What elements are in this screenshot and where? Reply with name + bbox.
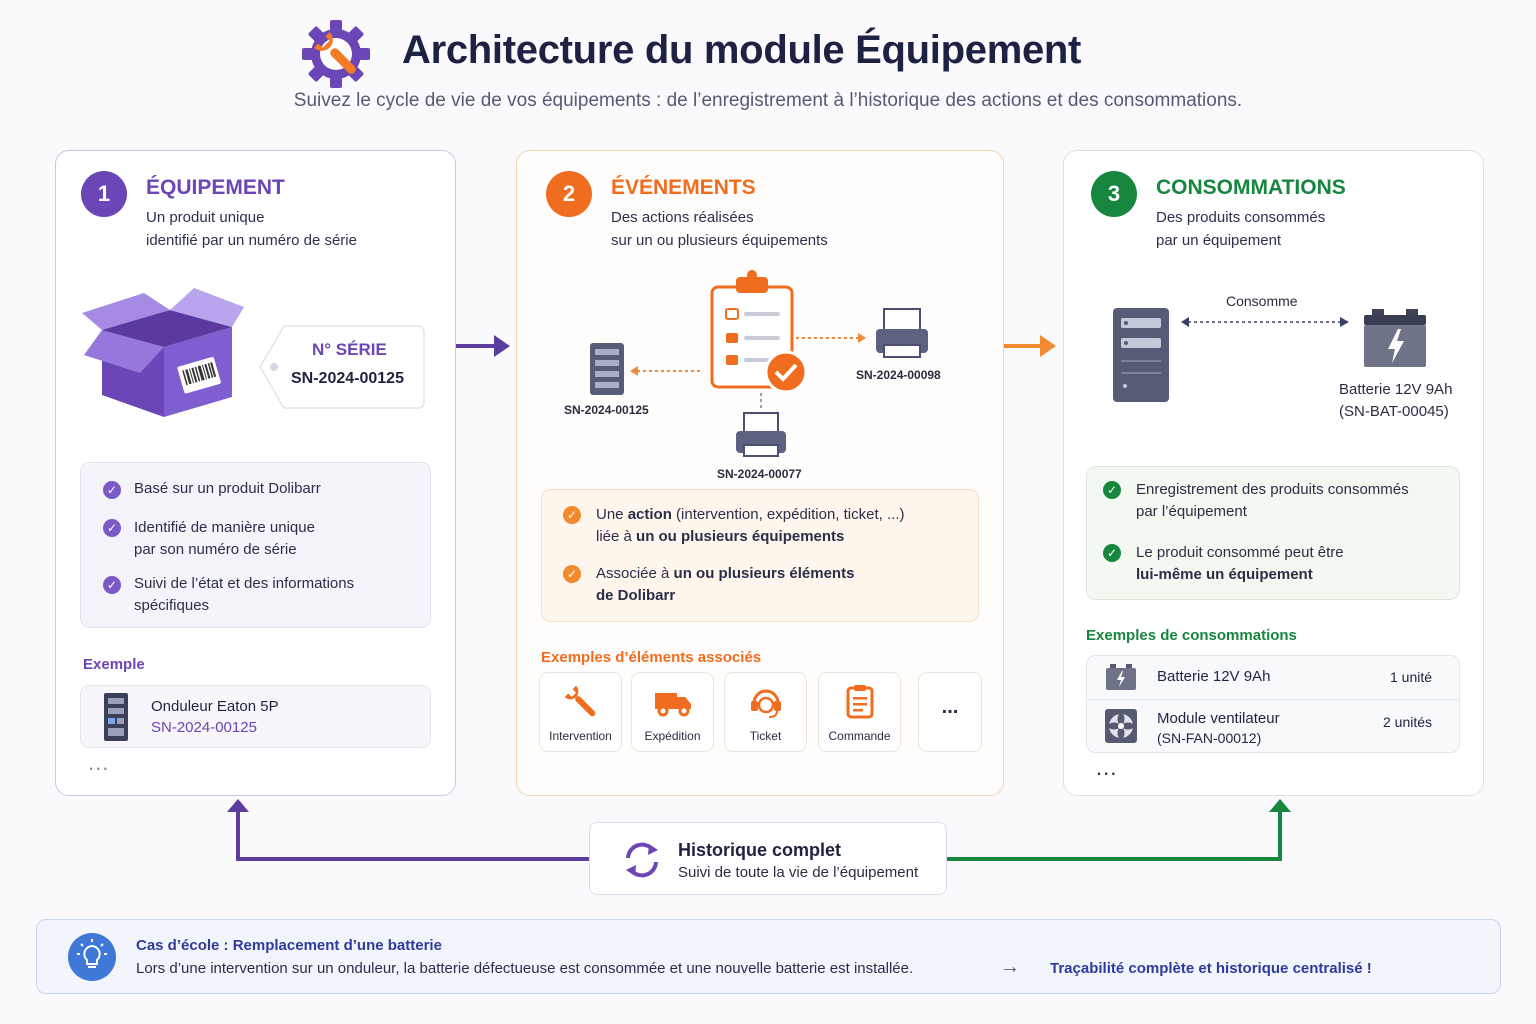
check-icon: ✓ xyxy=(1103,544,1121,562)
divider xyxy=(1087,699,1459,700)
consumptions-features xyxy=(1086,466,1460,600)
more-icon: ... xyxy=(941,695,959,718)
refresh-icon xyxy=(620,838,664,887)
equipment-desc-line1: Un produit unique xyxy=(146,209,265,226)
case-title: Cas d’école : Remplacement d’une batteri… xyxy=(136,937,442,954)
consumptions-feature-2: Le produit consommé peut être xyxy=(1136,544,1344,561)
package-box-icon xyxy=(82,285,247,425)
consumption-sub-2: (SN-FAN-00012) xyxy=(1157,730,1262,746)
example-name: Onduleur Eaton 5P xyxy=(151,698,279,715)
consumptions-examples-label: Exemples de consommations xyxy=(1086,627,1297,644)
tile-commande[interactable]: Commande xyxy=(818,672,901,752)
headset-icon xyxy=(750,689,781,718)
page-title: Architecture du module Équipement xyxy=(402,28,1082,72)
consumptions-feature-2b: lui-même un équipement xyxy=(1136,566,1313,583)
events-desc-line1: Des actions réalisées xyxy=(611,209,754,226)
example-serial: SN-2024-00125 xyxy=(151,719,257,736)
battery-icon xyxy=(1362,307,1428,374)
fan-icon xyxy=(1105,709,1137,748)
tile-label: Ticket xyxy=(749,729,782,743)
equipment-feature-2b: par son numéro de série xyxy=(134,541,297,558)
equipment-feature-3: Suivi de l’état et des informations xyxy=(134,575,355,592)
truck-icon xyxy=(654,693,691,717)
consumes-label: Consomme xyxy=(1226,293,1298,309)
history-desc: Suivi de toute la vie de l’équipement xyxy=(678,864,919,881)
tile-expedition[interactable]: Expédition xyxy=(631,672,714,752)
consumptions-feature-1b: par l’équipement xyxy=(1136,503,1247,520)
example-equipment xyxy=(80,685,431,748)
history-title: Historique complet xyxy=(678,840,842,860)
history-connector-right xyxy=(944,798,1296,873)
serial-value: SN-2024-00125 xyxy=(291,370,404,387)
history-connector-left xyxy=(224,798,594,873)
device-left-serial: SN-2024-00125 xyxy=(564,403,649,417)
serial-tag: N° SÉRIE SN-2024-00125 xyxy=(258,324,426,410)
consumptions-list xyxy=(1086,655,1460,753)
equipment-desc-line2: identifié par un numéro de série xyxy=(146,232,357,249)
step-number-3: 3 xyxy=(1091,171,1137,217)
tile-intervention[interactable]: Intervention xyxy=(539,672,622,752)
check-icon: ✓ xyxy=(563,565,581,583)
consumption-qty-2: 2 unités xyxy=(1383,714,1433,730)
events-title: ÉVÉNEMENTS xyxy=(611,176,756,199)
consumes-arrow xyxy=(1180,314,1352,335)
consumptions-desc-line2: par un équipement xyxy=(1156,232,1282,249)
events-feature-1b: liée à un ou plusieurs équipements xyxy=(596,528,845,545)
example-label: Exemple xyxy=(83,656,145,673)
events-feature-1: Une action (intervention, expédition, ti… xyxy=(596,506,905,523)
tile-more[interactable]: ... xyxy=(918,672,982,752)
clipboard-icon xyxy=(846,685,873,719)
events-desc-line2: sur un ou plusieurs équipements xyxy=(611,232,828,249)
history-box xyxy=(589,822,947,895)
check-icon: ✓ xyxy=(103,481,121,499)
equipment-feature-1: Basé sur un produit Dolibarr xyxy=(134,480,321,497)
equipment-feature-2: Identifié de manière unique xyxy=(134,519,315,536)
flow-arrow xyxy=(456,333,512,364)
page-subtitle: Suivez le cycle de vie de vos équipement… xyxy=(293,90,1243,111)
ups-icon xyxy=(104,693,128,746)
tile-label: Expédition xyxy=(644,729,701,743)
battery-serial: (SN-BAT-00045) xyxy=(1339,403,1449,420)
tile-label: Intervention xyxy=(549,729,612,743)
tile-label: Commande xyxy=(828,729,891,743)
equipment-feature-3b: spécifiques xyxy=(134,597,210,614)
step-number-2: 2 xyxy=(546,171,592,217)
device-bottom-serial: SN-2024-00077 xyxy=(717,467,802,481)
consumption-qty-1: 1 unité xyxy=(1390,669,1433,685)
tile-ticket[interactable]: Ticket xyxy=(724,672,807,752)
serial-label: N° SÉRIE xyxy=(312,340,387,359)
check-icon: ✓ xyxy=(103,576,121,594)
consumption-name-2: Module ventilateur xyxy=(1157,710,1280,727)
wrench-icon xyxy=(564,685,595,717)
consumptions-feature-1: Enregistrement des produits consommés xyxy=(1136,481,1409,498)
event-diagram xyxy=(540,265,980,490)
battery-name: Batterie 12V 9Ah xyxy=(1339,381,1453,398)
more-indicator: ... xyxy=(1096,755,1118,780)
equipment-features xyxy=(80,462,431,628)
battery-small-icon xyxy=(1105,663,1137,696)
flow-arrow xyxy=(1004,333,1060,364)
lightbulb-icon xyxy=(68,933,116,981)
case-result: Traçabilité complète et historique centr… xyxy=(1050,960,1372,977)
consumption-name-1: Batterie 12V 9Ah xyxy=(1157,668,1271,685)
consumptions-desc-line1: Des produits consommés xyxy=(1156,209,1326,226)
device-right-serial: SN-2024-00098 xyxy=(856,368,941,382)
server-icon xyxy=(1113,308,1171,409)
events-features xyxy=(541,489,979,622)
more-indicator: ... xyxy=(88,750,110,775)
check-icon: ✓ xyxy=(1103,481,1121,499)
events-feature-2: Associée à un ou plusieurs éléments xyxy=(596,565,855,582)
consumptions-title: CONSOMMATIONS xyxy=(1156,176,1346,199)
equipment-title: ÉQUIPEMENT xyxy=(146,176,285,199)
settings-wrench-icon xyxy=(300,18,372,90)
case-desc: Lors d’une intervention sur un onduleur,… xyxy=(136,960,914,977)
events-examples-label: Exemples d’éléments associés xyxy=(541,649,762,666)
check-icon: ✓ xyxy=(103,519,121,537)
arrow-right-icon: → xyxy=(1000,956,1020,978)
step-number-1: 1 xyxy=(81,171,127,217)
events-feature-2b: de Dolibarr xyxy=(596,587,676,604)
check-icon: ✓ xyxy=(563,506,581,524)
case-study-banner xyxy=(36,919,1501,994)
